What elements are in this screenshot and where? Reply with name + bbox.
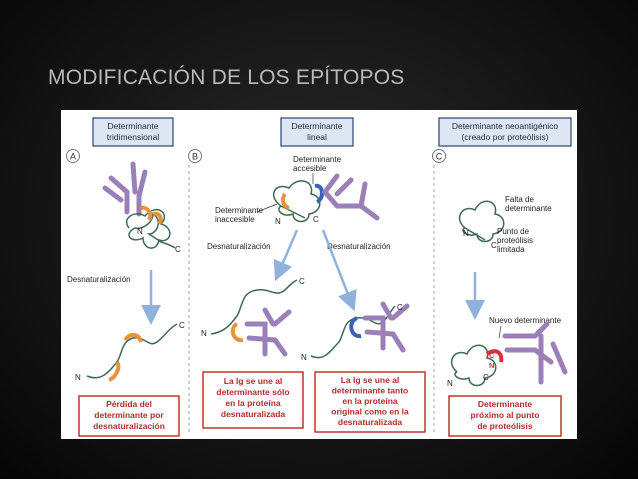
label-inaccessible-line1: Determinante: [215, 206, 264, 215]
svg-text:La Ig se une al: La Ig se une al: [341, 375, 400, 385]
conformational-epitope-2: [152, 211, 163, 226]
panel-letter-a: A: [66, 149, 80, 163]
slide-title: MODIFICACIÓN DE LOS EPÍTOPOS: [48, 66, 405, 89]
panel-a-denatured-protein: N C: [75, 321, 185, 382]
svg-text:en la proteína: en la proteína: [225, 398, 281, 408]
svg-text:C: C: [483, 373, 489, 382]
panel-c-result-box: Determinante próximo al punto de proteól…: [448, 395, 562, 437]
antibody-icon: [502, 321, 568, 385]
panel-b-arrow-left: [273, 229, 299, 282]
svg-text:N: N: [489, 361, 494, 370]
svg-text:N: N: [447, 379, 453, 388]
panel-b-step-right: Desnaturalización: [327, 242, 391, 251]
label-cut-line1: Punto de: [497, 227, 530, 236]
svg-text:de proteólisis: de proteólisis: [477, 421, 533, 431]
svg-text:C: C: [299, 277, 305, 286]
panel-b-arrow-right: [321, 229, 357, 312]
svg-text:N: N: [201, 329, 207, 338]
svg-text:C: C: [491, 241, 497, 250]
panel-letter-b: B: [188, 149, 202, 163]
conformational-epitope: [140, 205, 153, 222]
antibody-icon: [321, 173, 380, 221]
panel-b-denatured-left: N C: [201, 277, 305, 357]
svg-text:próximo al punto: próximo al punto: [471, 410, 540, 420]
panel-b-result-right: La Ig se une al determinante tanto en la…: [314, 371, 426, 433]
label-new-determinant: Nuevo determinante: [489, 316, 562, 325]
panel-b-denatured-right: N C: [301, 301, 410, 362]
label-inaccessible-line2: inaccesible: [215, 215, 255, 224]
label-cut-line2: proteólisis: [497, 236, 533, 245]
svg-text:C: C: [397, 303, 403, 312]
panel-b-result-left: La Ig se une al determinante sólo en la …: [202, 371, 304, 429]
panel-a-header-line1: Determinante: [107, 121, 158, 131]
svg-text:desnaturalización: desnaturalización: [93, 421, 165, 431]
panel-b-header-line1: Determinante: [291, 121, 342, 131]
label-accessible-line1: Determinante: [293, 155, 342, 164]
label-cut-line3: limitada: [497, 245, 525, 254]
panel-a-header: Determinante tridimensional: [92, 117, 174, 147]
svg-text:determinante sólo: determinante sólo: [216, 387, 289, 397]
panel-a-native-protein: N C: [102, 161, 181, 254]
svg-text:C: C: [313, 215, 319, 224]
epitope-figure: Determinante tridimensional Determinante…: [61, 110, 577, 439]
svg-text:desnaturalizada: desnaturalizada: [221, 409, 286, 419]
svg-text:C: C: [436, 152, 443, 162]
antibody-icon: [244, 307, 292, 357]
svg-text:Pérdida del: Pérdida del: [106, 399, 152, 409]
antibody-icon: [362, 301, 410, 353]
figure-drawing: Determinante tridimensional Determinante…: [66, 117, 572, 437]
svg-text:N: N: [301, 353, 307, 362]
svg-text:determinante por: determinante por: [94, 410, 164, 420]
panel-a-result-box: Pérdida del determinante por desnaturali…: [78, 395, 180, 437]
svg-text:A: A: [70, 152, 76, 162]
svg-text:N: N: [463, 229, 469, 238]
svg-text:C: C: [179, 321, 185, 330]
panel-a-step-label: Desnaturalización: [67, 275, 131, 284]
panel-c-header-line1: Determinante neoantigénico: [452, 121, 559, 131]
label-c: C: [175, 245, 181, 254]
antibody-icon: [102, 161, 148, 217]
svg-text:B: B: [192, 152, 198, 162]
svg-text:original como en la: original como en la: [331, 407, 409, 417]
panel-b-native-protein: N C: [272, 173, 380, 226]
svg-text:desnaturalizada: desnaturalizada: [338, 417, 403, 427]
svg-text:N: N: [275, 217, 281, 226]
svg-text:en la proteína: en la proteína: [342, 396, 398, 406]
panel-c-native-protein: N C: [458, 200, 505, 250]
panel-c-header-line2: (creado por proteólisis): [462, 132, 549, 142]
label-missing-line1: Falta de: [505, 195, 534, 204]
svg-text:Determinante: Determinante: [478, 399, 533, 409]
svg-text:determinante tanto: determinante tanto: [332, 386, 409, 396]
panel-c-cleaved-protein: C N N C: [447, 321, 568, 388]
panel-b-header: Determinante lineal: [280, 117, 354, 147]
panel-c-header: Determinante neoantigénico (creado por p…: [438, 117, 572, 147]
panel-letter-c: C: [432, 149, 446, 163]
panel-a-header-line2: tridimensional: [107, 132, 160, 142]
label-n: N: [137, 227, 143, 236]
svg-text:C: C: [489, 351, 495, 360]
panel-b-step-left: Desnaturalización: [207, 242, 271, 251]
panel-b-header-line2: lineal: [307, 132, 327, 142]
label-missing-line2: determinante: [505, 204, 552, 213]
protein-chain: [125, 208, 176, 249]
label-accessible-line2: accesible: [293, 164, 327, 173]
svg-text:N: N: [75, 373, 81, 382]
svg-text:La Ig se une al: La Ig se une al: [224, 376, 283, 386]
